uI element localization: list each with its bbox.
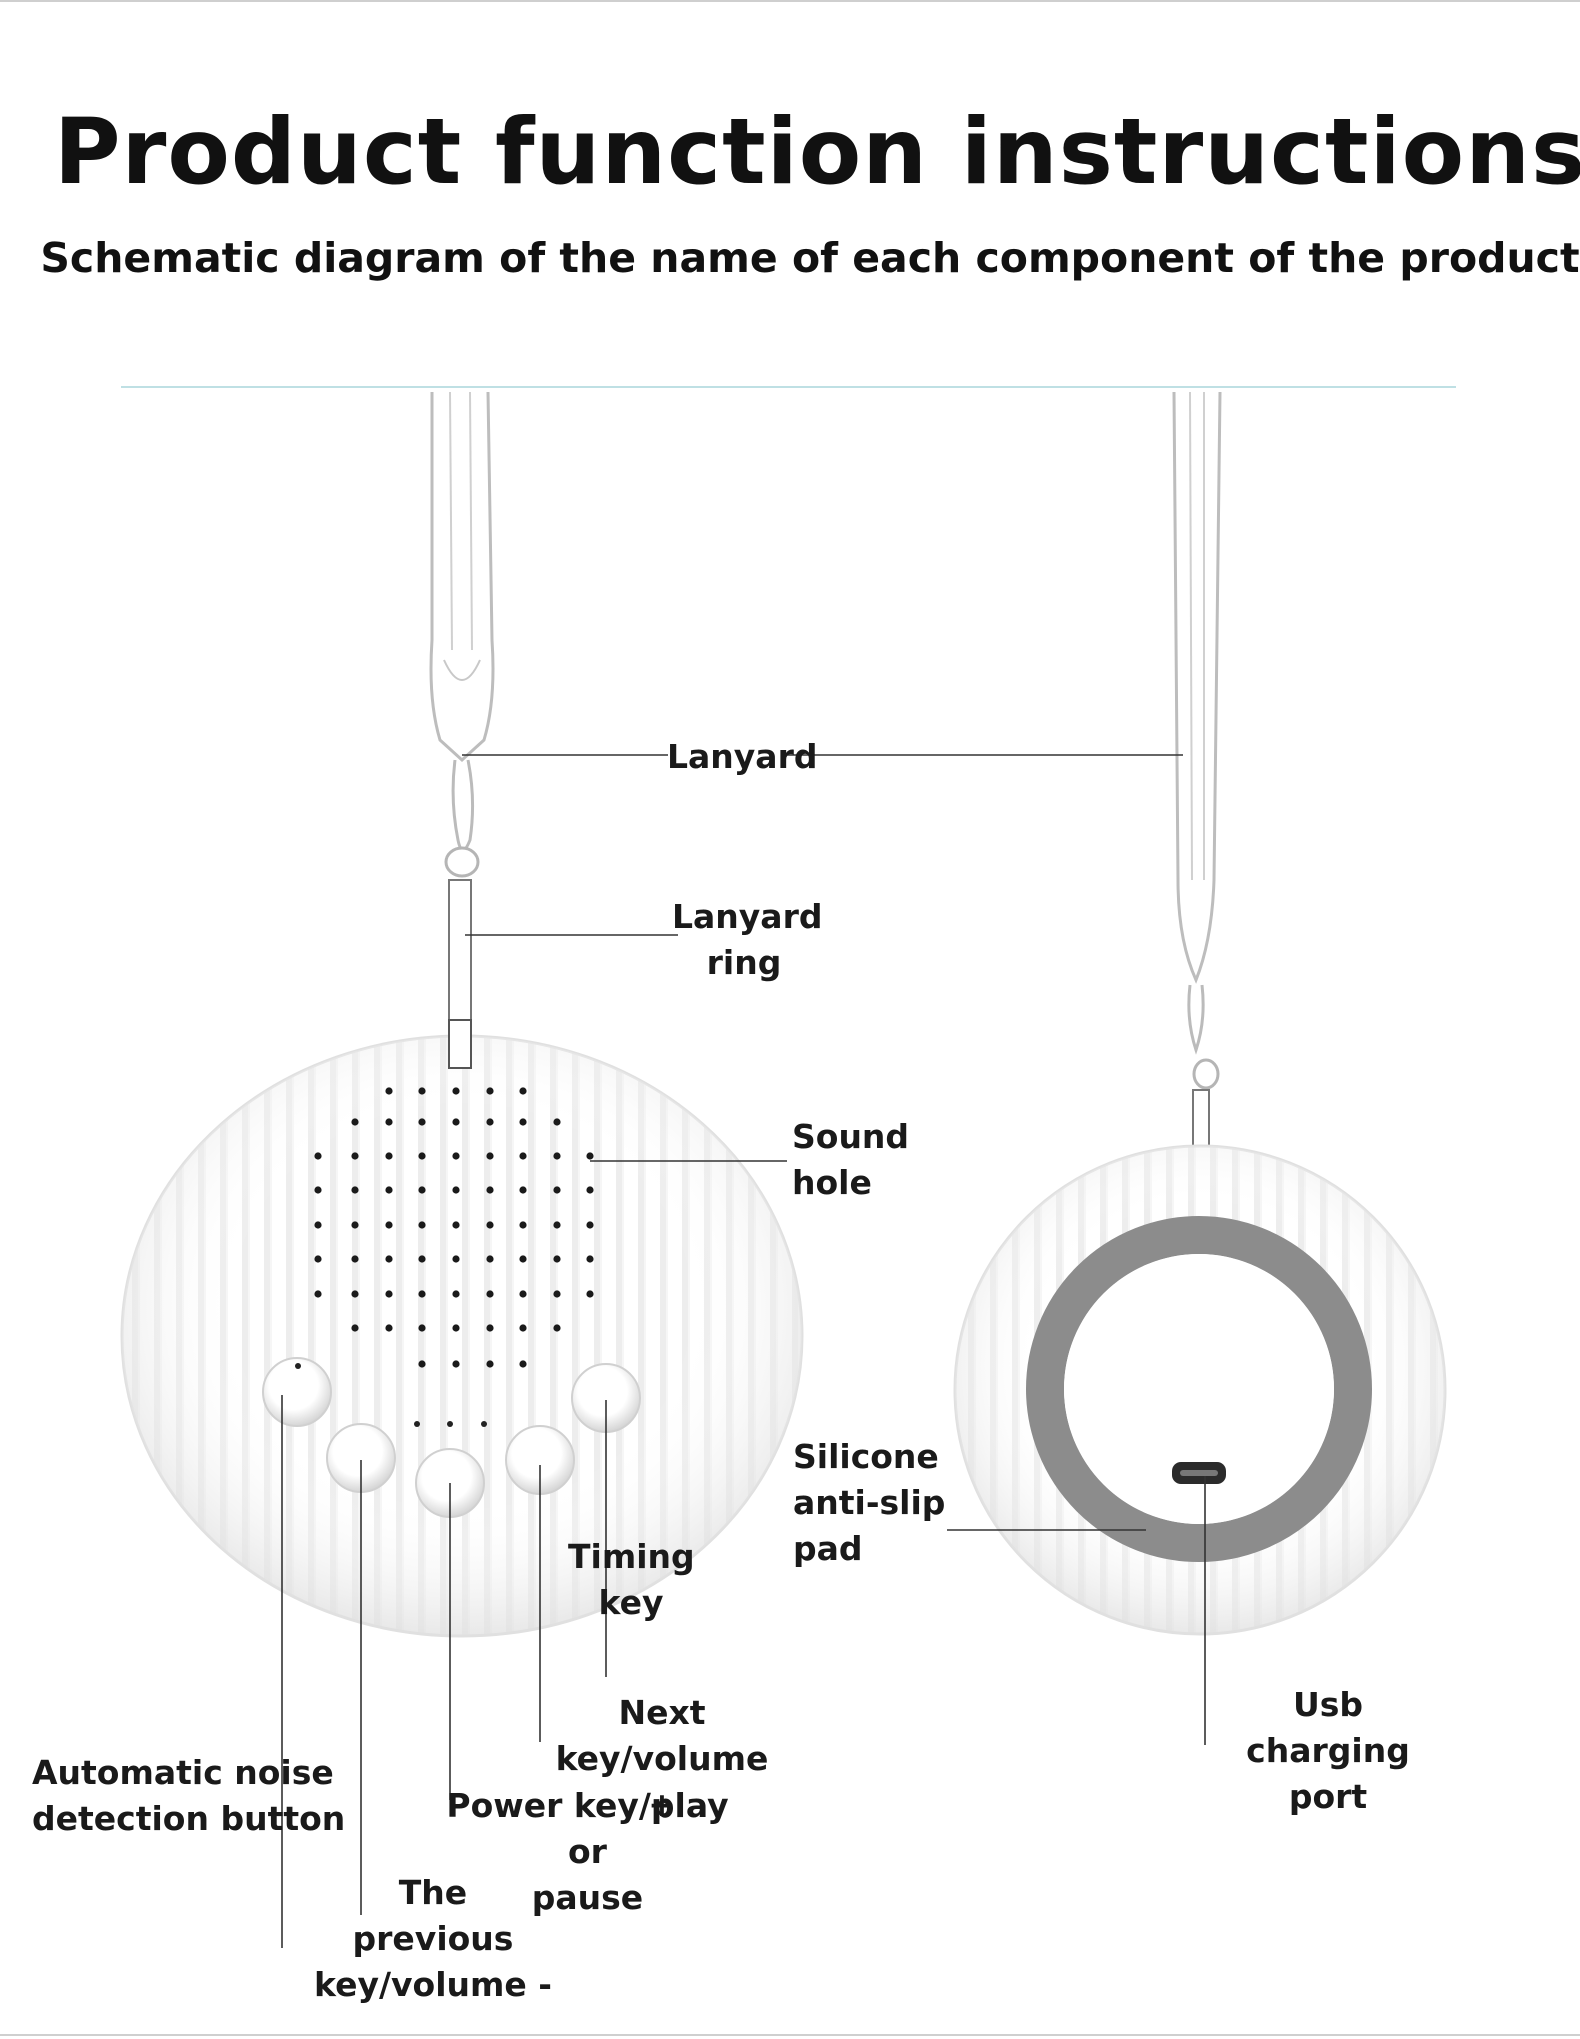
auto-noise-button [262, 1357, 332, 1427]
sound-hole [486, 1255, 494, 1263]
sound-hole [553, 1255, 561, 1263]
sound-hole [385, 1324, 393, 1332]
sound-hole [452, 1186, 460, 1194]
sound-hole [314, 1290, 322, 1298]
sound-hole [553, 1324, 561, 1332]
sound-hole [452, 1118, 460, 1126]
sound-hole [486, 1360, 494, 1368]
sound-hole [351, 1186, 359, 1194]
sound-hole [418, 1087, 426, 1095]
top-border [0, 0, 1580, 2]
sound-hole [553, 1221, 561, 1229]
sound-hole [486, 1152, 494, 1160]
sound-hole [314, 1255, 322, 1263]
sound-hole [452, 1087, 460, 1095]
sound-hole [586, 1290, 594, 1298]
sound-hole [351, 1290, 359, 1298]
sound-hole [553, 1118, 561, 1126]
sound-hole [385, 1290, 393, 1298]
sound-hole [586, 1221, 594, 1229]
left-device-body [120, 1019, 804, 1638]
sound-hole [519, 1152, 527, 1160]
sound-hole [452, 1152, 460, 1160]
sound-hole [486, 1290, 494, 1298]
bottom-border [0, 2034, 1580, 2036]
label-next-key: Next key/volume+ [555, 1693, 769, 1824]
sound-hole [418, 1152, 426, 1160]
sound-hole [452, 1290, 460, 1298]
sound-hole [452, 1360, 460, 1368]
sound-hole [519, 1118, 527, 1126]
sound-hole [519, 1221, 527, 1229]
sound-hole [418, 1221, 426, 1229]
sound-hole [586, 1152, 594, 1160]
label-lanyard: Lanyard [667, 737, 818, 776]
sound-hole [519, 1186, 527, 1194]
sound-hole [418, 1186, 426, 1194]
sound-hole [519, 1324, 527, 1332]
sound-hole [519, 1255, 527, 1263]
sound-hole [418, 1360, 426, 1368]
sound-hole [385, 1087, 393, 1095]
sound-hole [519, 1290, 527, 1298]
sound-hole [314, 1152, 322, 1160]
sound-hole [486, 1221, 494, 1229]
sound-hole [351, 1152, 359, 1160]
left-lanyard [429, 391, 495, 878]
page-title: Product function instructions [53, 100, 1580, 205]
right-lanyard [1172, 391, 1222, 1221]
silicone-anti-slip-pad [1026, 1216, 1372, 1562]
sound-hole [385, 1255, 393, 1263]
sound-hole [385, 1186, 393, 1194]
sound-hole [486, 1087, 494, 1095]
left-device-buttons [262, 1357, 641, 1518]
sound-hole [351, 1324, 359, 1332]
sound-hole [351, 1118, 359, 1126]
sound-hole [418, 1255, 426, 1263]
sound-hole [486, 1118, 494, 1126]
sound-hole [452, 1221, 460, 1229]
sound-hole [486, 1324, 494, 1332]
sound-hole [418, 1118, 426, 1126]
sound-hole [385, 1221, 393, 1229]
sound-hole-grid [314, 1087, 594, 1368]
sound-hole [452, 1255, 460, 1263]
sound-hole [418, 1290, 426, 1298]
sound-hole [314, 1186, 322, 1194]
sound-hole [486, 1186, 494, 1194]
sound-hole [553, 1290, 561, 1298]
divider-line [121, 386, 1456, 388]
sound-hole [519, 1360, 527, 1368]
sound-hole [351, 1221, 359, 1229]
leader-lines [281, 754, 1206, 1948]
usb-charging-port [1172, 1462, 1226, 1484]
sound-hole [586, 1255, 594, 1263]
page-subtitle: Schematic diagram of the name of each co… [40, 234, 1580, 282]
sound-hole [385, 1152, 393, 1160]
sound-hole [385, 1118, 393, 1126]
sound-hole [519, 1087, 527, 1095]
sound-hole [314, 1221, 322, 1229]
sound-hole [553, 1152, 561, 1160]
sound-hole [418, 1324, 426, 1332]
sound-hole [586, 1186, 594, 1194]
sound-hole [553, 1186, 561, 1194]
sound-hole [452, 1324, 460, 1332]
sound-hole [351, 1255, 359, 1263]
